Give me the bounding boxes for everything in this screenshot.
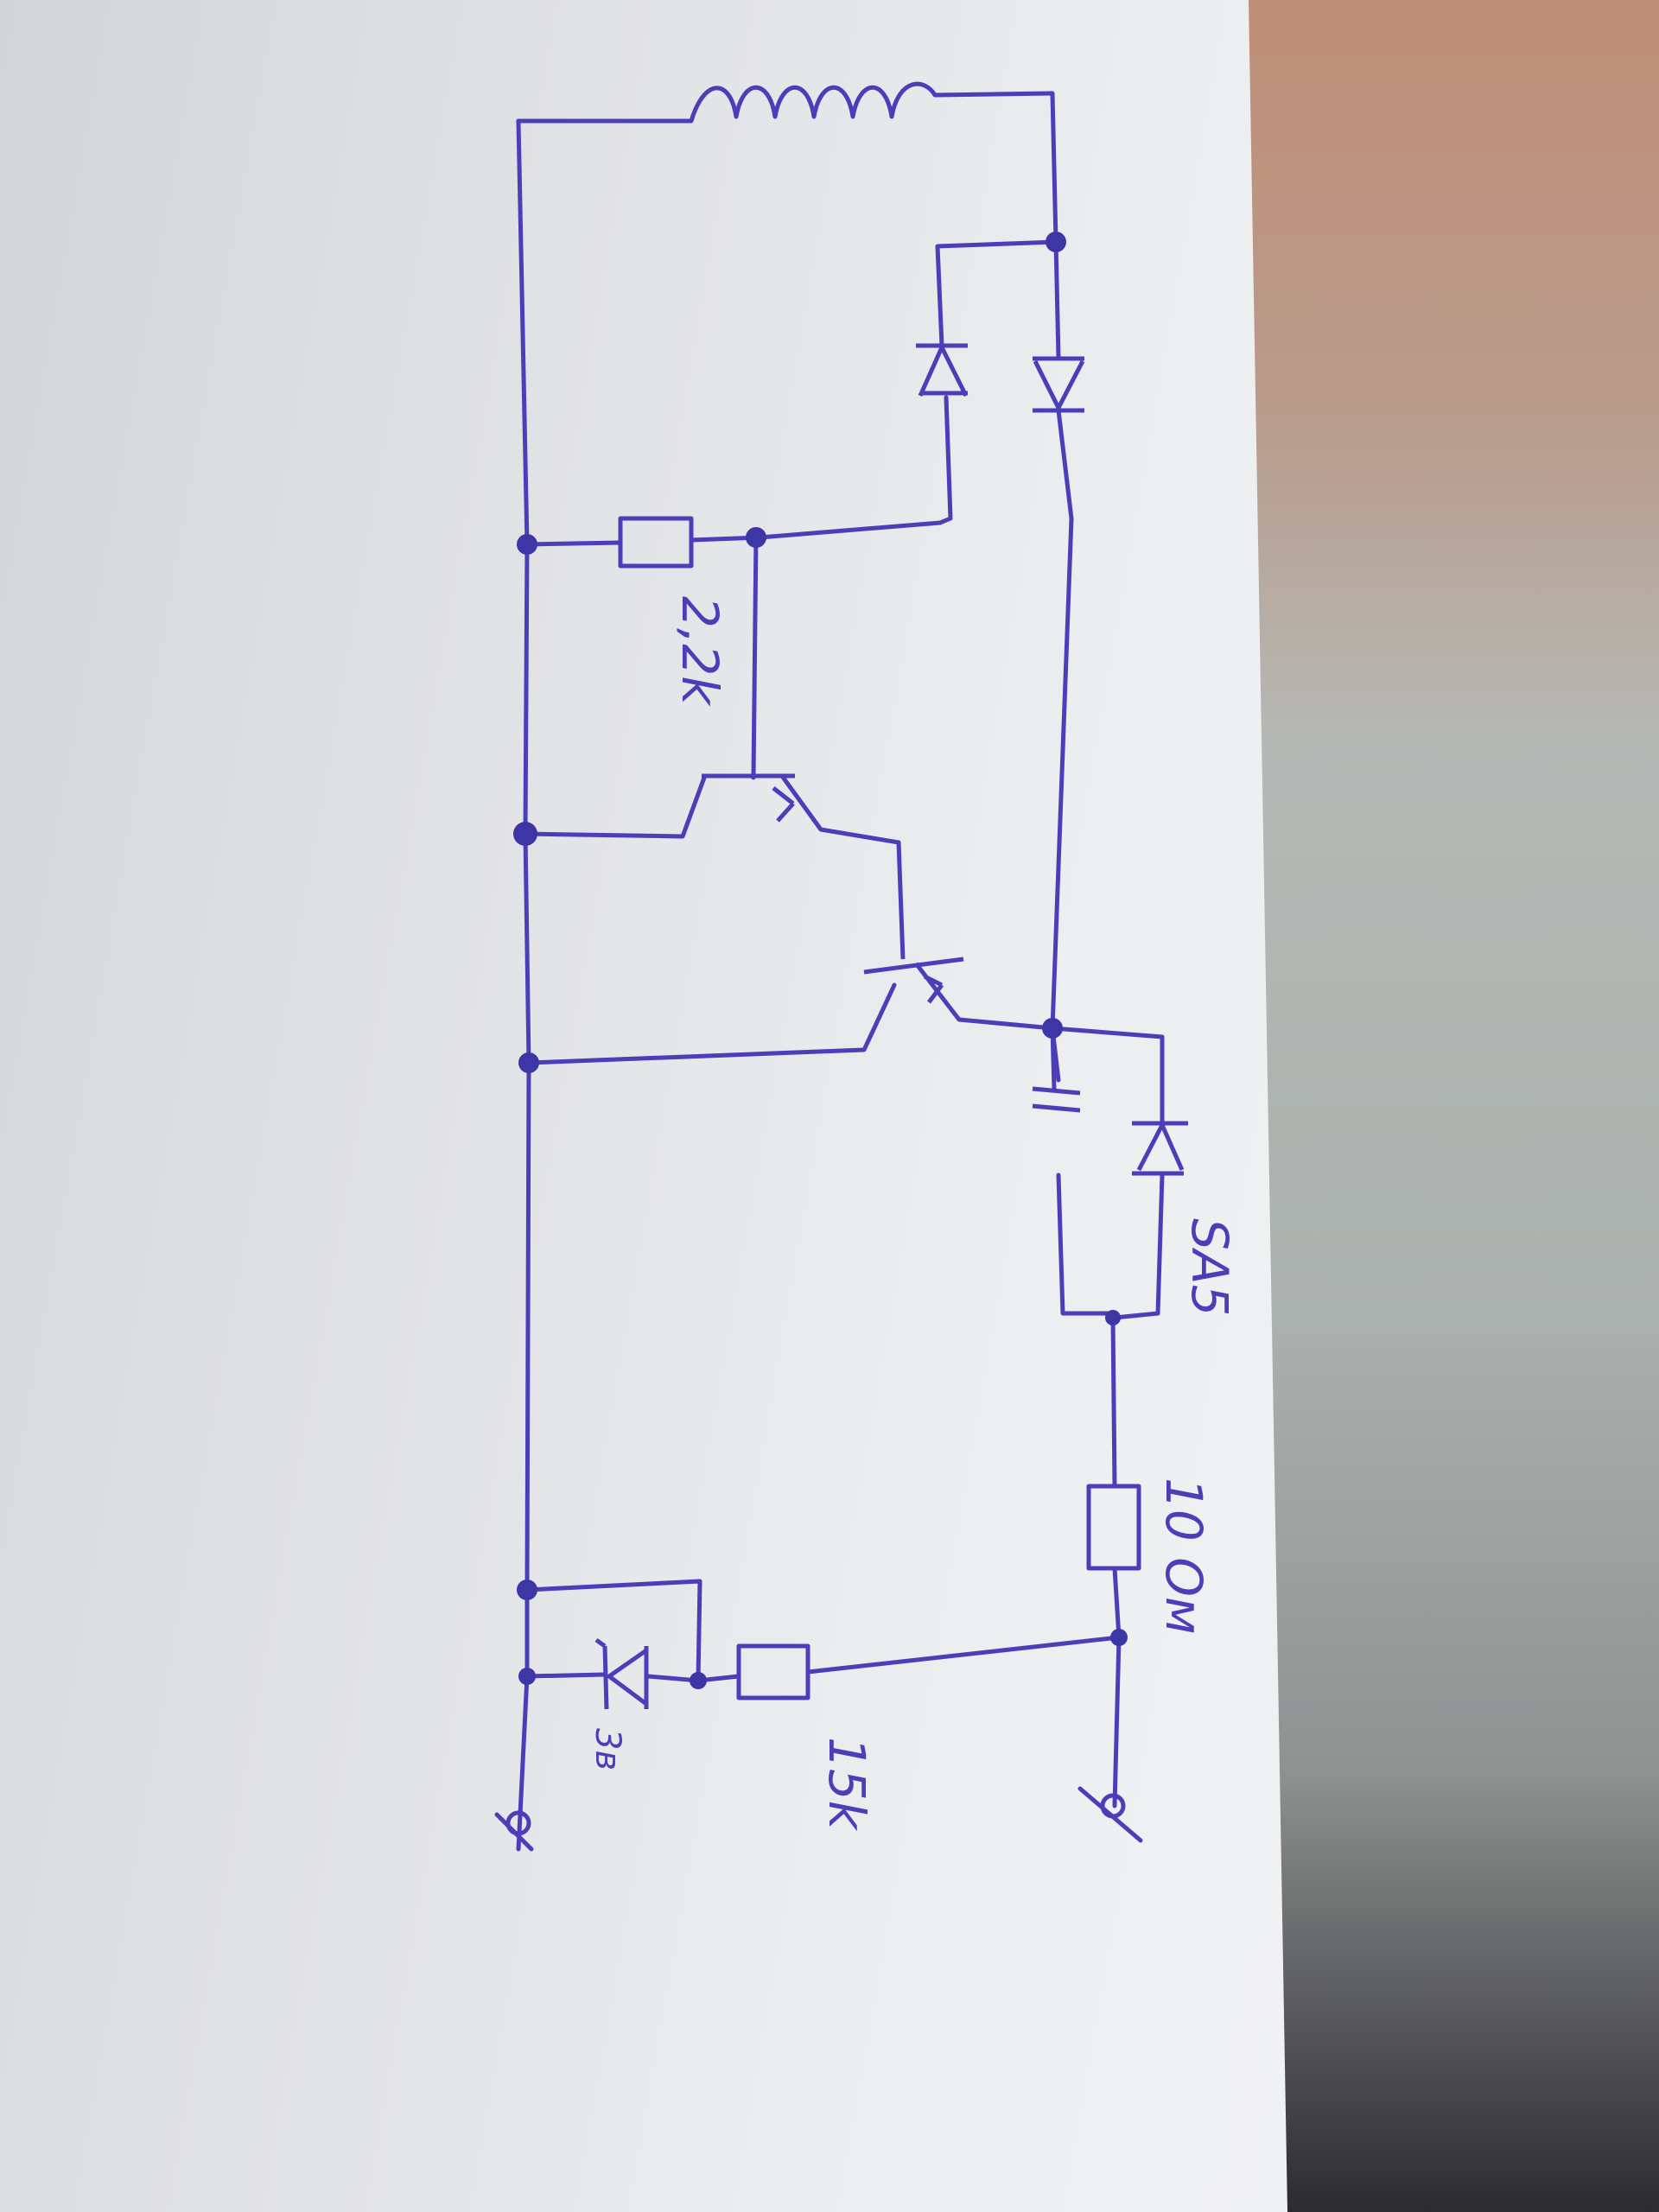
zener-diode (594, 1637, 649, 1710)
resistor-10ohm (1086, 1484, 1141, 1571)
diode-right (1033, 356, 1085, 413)
cap-branch-wire (1050, 1026, 1165, 1320)
junction-dot (518, 1052, 539, 1073)
fabric-background (1244, 0, 1659, 2212)
junction-dot (517, 534, 537, 555)
diode-left (916, 343, 969, 397)
capacitor (1032, 1086, 1081, 1113)
diode-sa5 (1132, 1121, 1188, 1176)
label-10ohm: 10 Ом (1154, 1478, 1213, 1635)
junction-dot (1046, 232, 1066, 252)
inductor-coil (689, 81, 938, 122)
top-wire-right (932, 91, 1058, 245)
junction-dot (1110, 1629, 1128, 1646)
r3-wire (1110, 1315, 1122, 1808)
q2-emitter-wire (526, 982, 897, 1065)
junction-dot (746, 527, 766, 548)
terminal-left-mark (494, 1812, 534, 1852)
resistor-15k (736, 1643, 810, 1700)
bottom-network-wire (524, 1579, 1122, 1683)
resistor-2k2 (618, 516, 694, 569)
label-sa5: SA5 (1180, 1218, 1239, 1316)
label-15k: 15k (817, 1737, 876, 1832)
junction-dot (690, 1672, 707, 1689)
terminal-right-mark (1077, 1786, 1143, 1843)
junction-dot (517, 1580, 537, 1600)
q1-collector-wire (751, 533, 759, 780)
q1-emitter-wire (523, 775, 707, 839)
transistor-q1 (702, 773, 906, 960)
junction-dot (518, 1668, 536, 1685)
label-zener: 3в (588, 1728, 627, 1770)
junction-dot (513, 822, 537, 846)
label-2k2: 2,2k (671, 596, 729, 707)
junction-dot (1042, 1018, 1063, 1039)
junction-dot (1105, 1310, 1121, 1325)
r1-wire (524, 520, 943, 547)
diode-branch-wire (935, 239, 1058, 525)
transistor-q2 (863, 957, 1053, 1031)
paper-sheet (0, 0, 1287, 2212)
right-rail-wire (1050, 239, 1074, 1083)
